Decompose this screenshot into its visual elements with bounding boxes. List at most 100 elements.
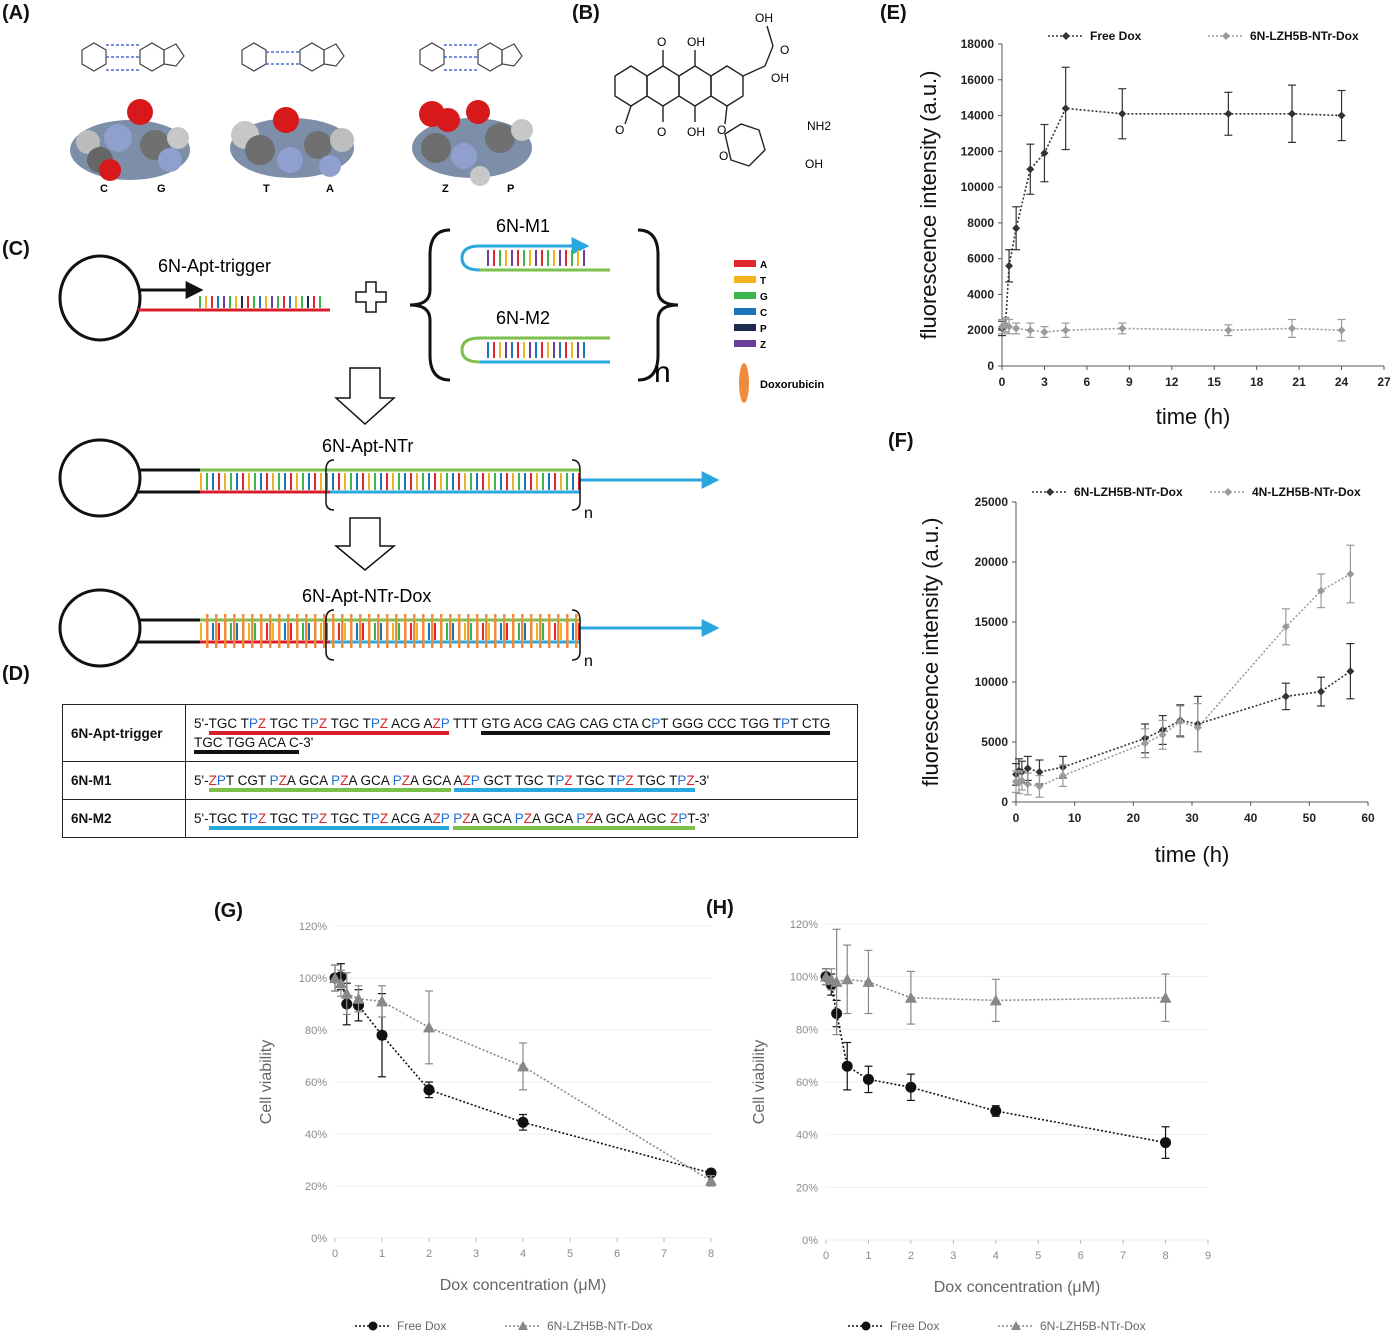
legend-label-p: P — [760, 324, 767, 335]
data-point — [1158, 730, 1167, 739]
ntr-dox-bracket-right — [571, 609, 581, 661]
label-n-ntr: n — [584, 505, 593, 522]
base-label-p: P — [507, 183, 514, 195]
x-tick-label: 3 — [1041, 375, 1048, 389]
legend-label-z: Z — [760, 340, 766, 351]
data-point — [1012, 324, 1021, 333]
y-tick-label: 20000 — [975, 555, 1009, 569]
data-point — [423, 1084, 435, 1096]
data-point — [1001, 320, 1010, 329]
panel-a-base-pairs: C G T A Z P — [70, 42, 533, 195]
apt-ntr-strand — [58, 438, 720, 518]
table-row: 6N-M2 5'-TGC TPZ TGC TPZ TGC TPZ ACG AZP… — [62, 799, 858, 838]
label-oh-3: OH — [755, 11, 773, 25]
y-tick-label: 5000 — [981, 735, 1008, 749]
down-arrow-2-icon — [333, 517, 397, 571]
label-o-1: O — [657, 35, 666, 49]
label-nh2: NH2 — [807, 119, 831, 133]
x-tick-label: 30 — [1185, 811, 1199, 825]
data-point — [1346, 570, 1355, 578]
series-line — [1001, 323, 1342, 333]
data-point — [376, 1029, 388, 1041]
label-apt-ntr-dox: 6N-Apt-NTr-Dox — [302, 586, 431, 606]
legend-label: 6N-LZH5B-NTr-Dox — [1040, 1319, 1146, 1332]
data-point — [830, 975, 843, 987]
data-point — [340, 987, 353, 999]
x-tick-label: 2 — [426, 1248, 432, 1260]
x-tick-label: 1 — [379, 1248, 385, 1260]
y-tick-label: 100% — [299, 973, 327, 985]
panel-label-h: (H) — [706, 897, 734, 919]
x-tick-label: 9 — [1126, 375, 1133, 389]
data-point — [1317, 586, 1326, 595]
panel-label-g: (G) — [214, 900, 243, 922]
legend-label: 6N-LZH5B-NTr-Dox — [1250, 29, 1359, 43]
legend-label: Free Dox — [890, 1319, 939, 1332]
y-tick-label: 40% — [305, 1129, 327, 1141]
y-tick-label: 16000 — [961, 73, 995, 87]
legend-marker — [518, 1321, 528, 1330]
x-tick-label: 0 — [823, 1250, 829, 1262]
y-tick-label: 60% — [796, 1077, 818, 1089]
data-point — [1159, 991, 1172, 1003]
label-m1: 6N-M1 — [496, 216, 550, 236]
legend-label-doxorubicin: Doxorubicin — [760, 379, 824, 391]
cg-space-filling-model — [70, 99, 190, 181]
y-tick-label: 15000 — [975, 615, 1009, 629]
data-point — [334, 977, 347, 989]
seq-name-m1: 6N-M1 — [62, 761, 186, 800]
y-tick-label: 60% — [305, 1077, 327, 1089]
data-point — [1118, 324, 1127, 333]
x-axis-label: time (h) — [1155, 842, 1230, 867]
label-o-5: O — [717, 123, 726, 137]
x-tick-label: 1 — [865, 1250, 871, 1262]
x-tick-label: 4 — [993, 1250, 999, 1262]
x-tick-label: 2 — [908, 1250, 914, 1262]
data-point — [1061, 326, 1070, 335]
right-brace — [637, 228, 679, 382]
legend-marker — [1046, 488, 1054, 496]
x-axis-label: Dox concentration (μM) — [934, 1279, 1101, 1296]
chart-e-release-profile: 0200040006000800010000120001400016000180… — [920, 29, 1390, 429]
label-oh-1: OH — [687, 35, 705, 49]
seq-apt-trigger: 5'-TGC TPZ TGC TPZ TGC TPZ ACG AZP TTT G… — [185, 704, 858, 762]
series-line — [825, 975, 1166, 1002]
data-point — [1193, 723, 1202, 732]
data-point — [1288, 324, 1297, 333]
x-tick-label: 24 — [1335, 375, 1349, 389]
x-tick-label: 8 — [708, 1248, 714, 1260]
x-tick-label: 27 — [1377, 375, 1390, 389]
x-tick-label: 20 — [1127, 811, 1141, 825]
x-tick-label: 18 — [1250, 375, 1264, 389]
data-point — [1346, 667, 1355, 676]
legend-marker — [1011, 1321, 1021, 1330]
data-point — [1061, 104, 1070, 113]
data-point — [1288, 109, 1297, 118]
base-label-g: G — [157, 183, 166, 195]
data-point — [1026, 326, 1035, 335]
x-tick-label: 4 — [520, 1248, 526, 1260]
ntr-bracket-left — [325, 459, 335, 511]
y-tick-label: 100% — [790, 972, 818, 984]
ta-skeletal-structure — [241, 42, 345, 72]
zp-skeletal-structure — [419, 42, 523, 72]
legend-label-t: T — [760, 276, 766, 287]
data-point — [1035, 782, 1044, 791]
label-oh-4: OH — [771, 71, 789, 85]
x-tick-label: 9 — [1205, 1250, 1211, 1262]
ta-space-filling-model — [230, 107, 354, 178]
legend-marker — [1062, 32, 1070, 40]
ntr-bracket-right — [571, 459, 581, 511]
panel-label-e: (E) — [880, 2, 907, 24]
x-tick-label: 21 — [1292, 375, 1306, 389]
data-point — [1281, 622, 1290, 631]
y-tick-label: 0% — [311, 1233, 327, 1245]
y-tick-label: 10000 — [961, 180, 995, 194]
sequence-table: 6N-Apt-trigger 5'-TGC TPZ TGC TPZ TGC TP… — [62, 704, 858, 838]
y-tick-label: 6000 — [967, 252, 994, 266]
data-point — [905, 1081, 917, 1093]
y-axis-label: Cell viability — [751, 1040, 768, 1124]
label-oh-5: OH — [805, 157, 823, 171]
y-tick-label: 120% — [790, 919, 818, 931]
data-point — [1014, 778, 1023, 787]
